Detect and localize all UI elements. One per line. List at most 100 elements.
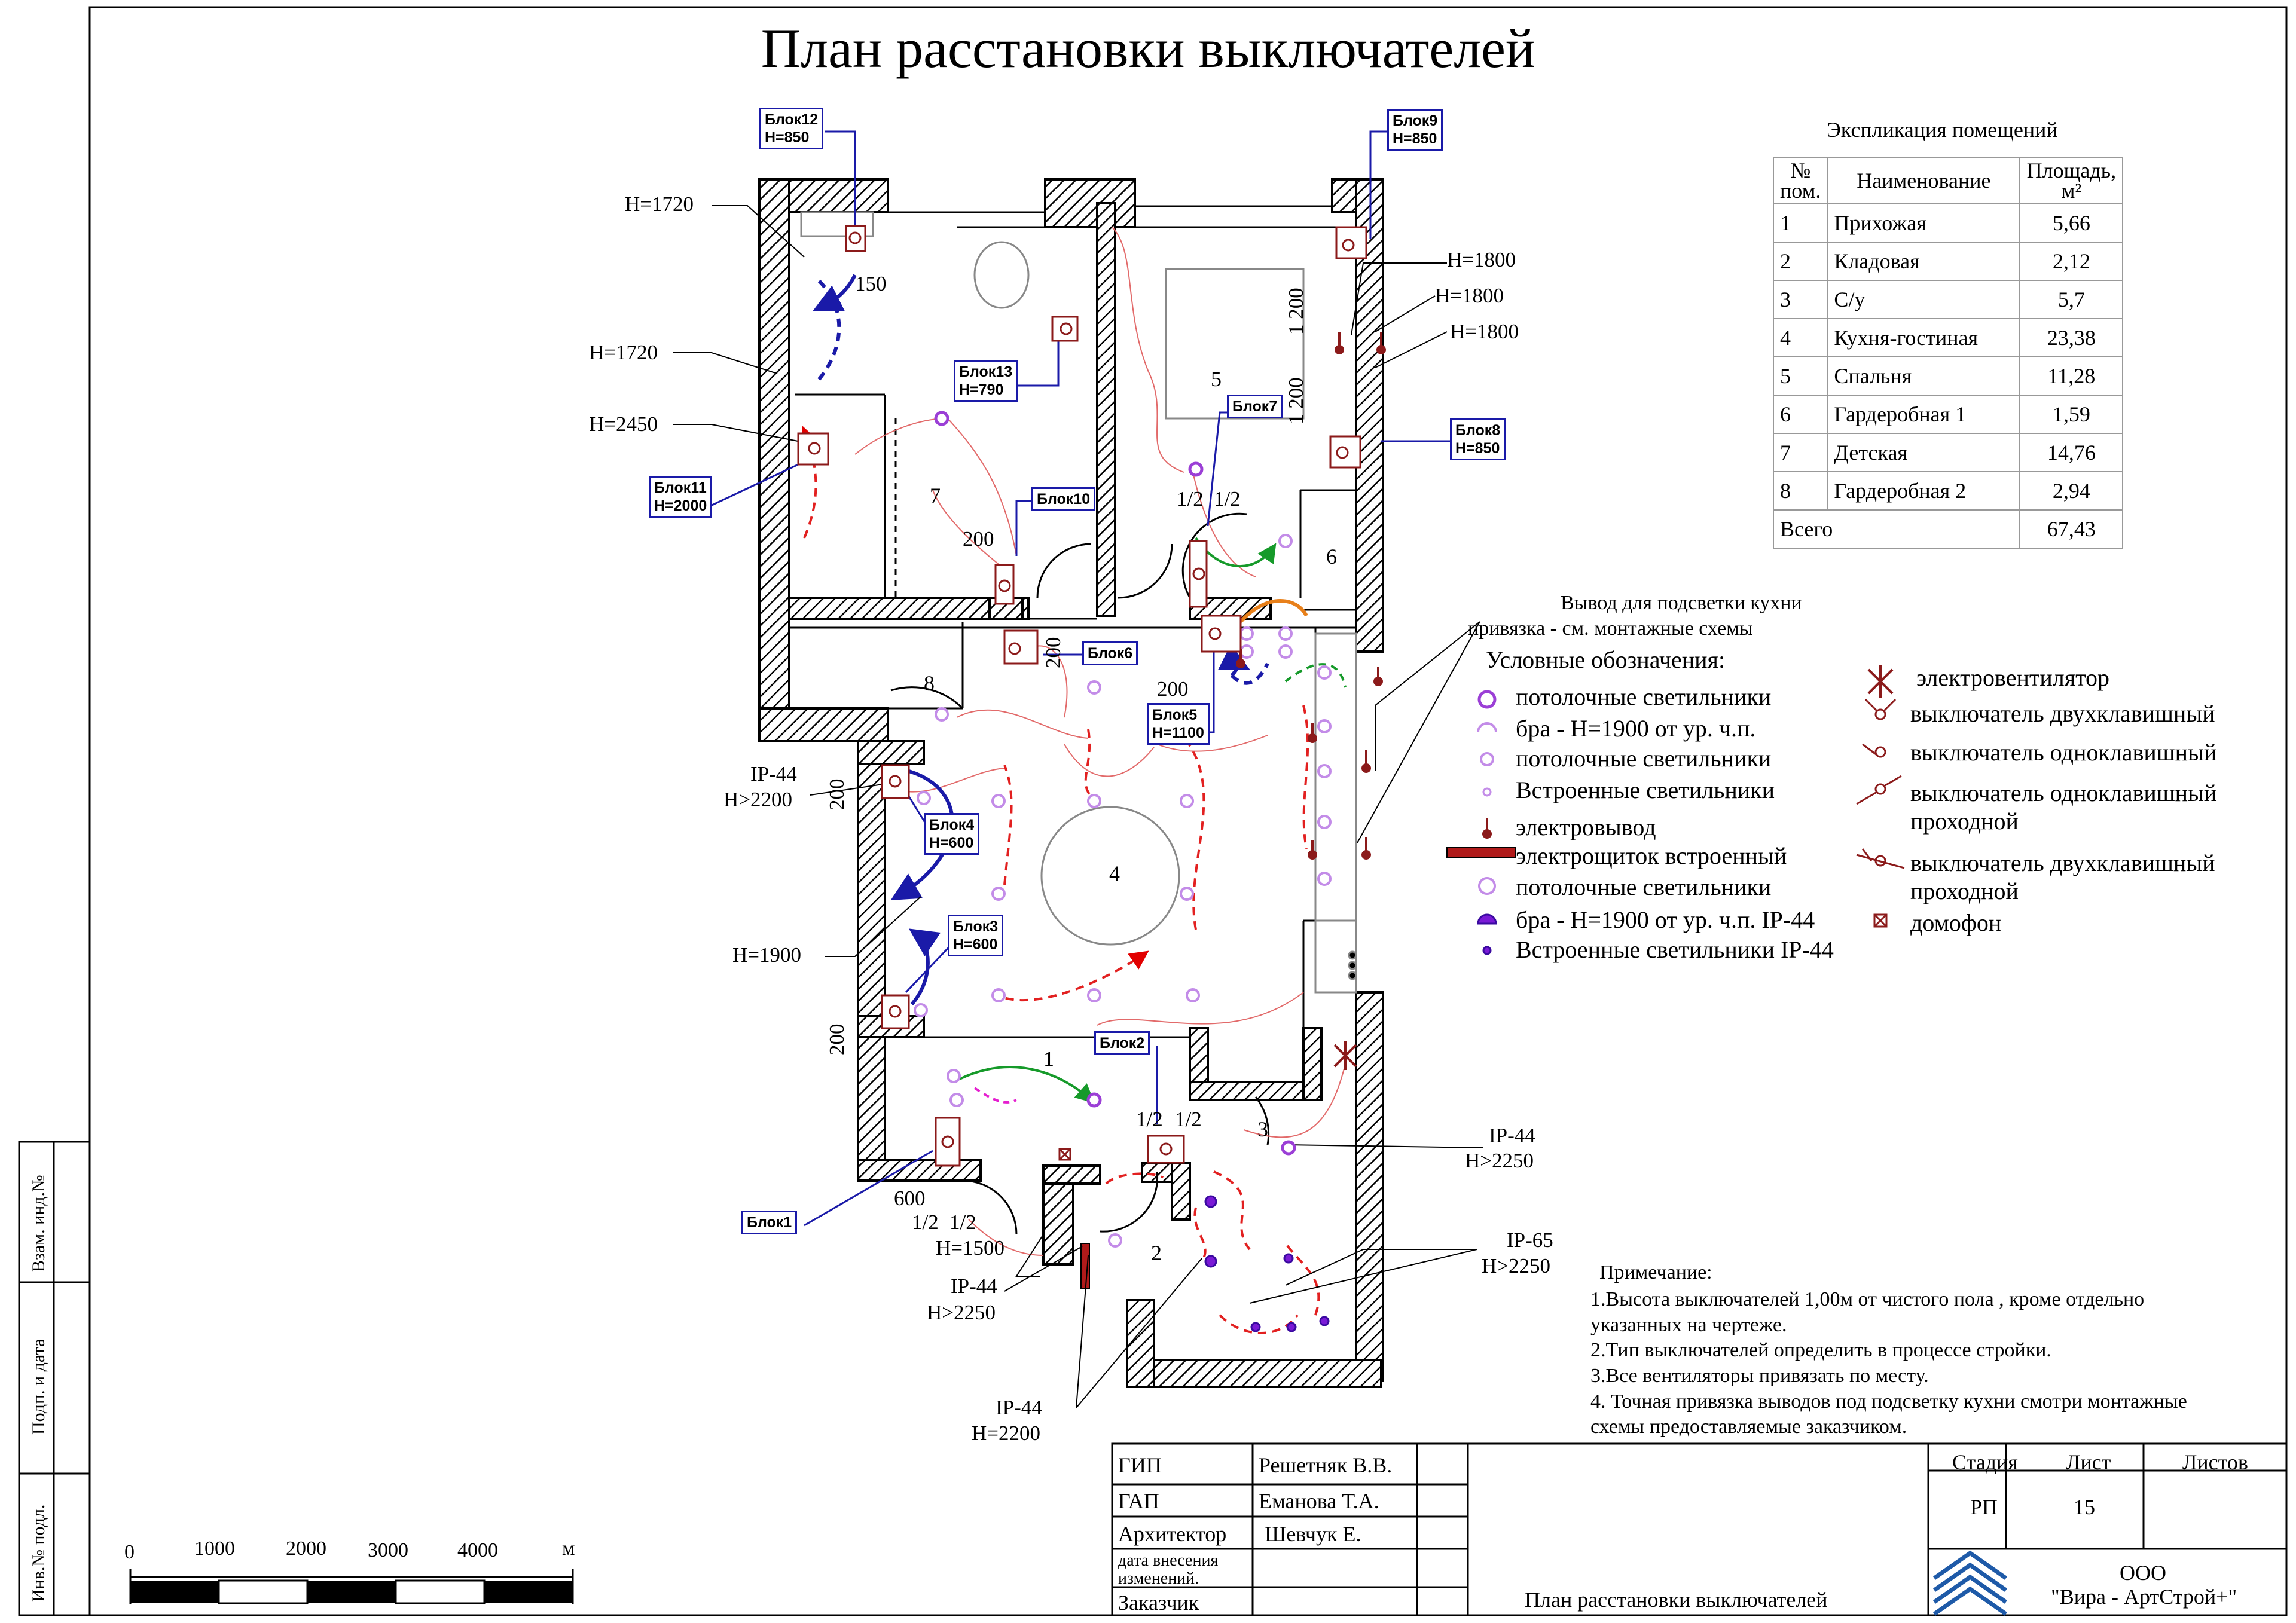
legend-ceiling-lamp-2-icon	[1480, 752, 1494, 766]
legend-double-switch-icon	[1864, 698, 1897, 720]
tb-drawing-name: План расстановки выключателей	[1525, 1588, 1828, 1612]
door-arcs	[890, 512, 1270, 1235]
half-label: 1/2	[1214, 487, 1241, 511]
scale-bar	[129, 1569, 574, 1604]
legend-item: Встроенные светильники	[1516, 777, 1775, 803]
ip-label: IP-44	[951, 1274, 997, 1298]
room-number: 6	[1326, 545, 1337, 568]
ip-label: Н>2250	[1482, 1254, 1551, 1277]
legend-pass-switch-icon	[1856, 775, 1902, 805]
explication-caption: Экспликация помещений	[1827, 118, 2058, 142]
company-logo-icon	[1932, 1550, 2008, 1616]
room-number: 8	[924, 671, 935, 695]
half-label: 1/2	[912, 1211, 939, 1234]
room-number: 7	[930, 484, 941, 508]
side-stamp-label: Инв.№ подл.	[29, 1504, 48, 1602]
tb-company-line1: ООО	[2120, 1561, 2166, 1585]
tb-role: изменений.	[1118, 1569, 1199, 1588]
built-in-lamp-icons	[914, 534, 1332, 1248]
height-label: Н=1800	[1435, 284, 1504, 307]
tb-company-line2: "Вира - АртСтрой+"	[2051, 1585, 2237, 1609]
legend-symbols	[1446, 665, 1905, 955]
tb-role: Заказчик	[1118, 1591, 1199, 1615]
scale-unit-label: м	[562, 1538, 575, 1560]
tb-stage: РП	[1970, 1495, 1998, 1519]
tb-name: Решетняк В.В.	[1259, 1453, 1393, 1477]
block-leaders	[705, 130, 1454, 1227]
room-number: 4	[1109, 861, 1120, 885]
legend-item: потолочные светильники	[1516, 745, 1772, 772]
dimension-label: 200	[825, 1023, 848, 1056]
dimension-label: 200	[1042, 637, 1065, 669]
tb-role: ГАП	[1118, 1489, 1159, 1513]
orange-route	[1239, 599, 1308, 623]
ip-label: Н>2200	[723, 788, 793, 811]
page-title: План расстановки выключателей	[761, 18, 1535, 79]
height-label: Н=1800	[1450, 320, 1519, 343]
kitchen-fixtures	[800, 211, 1357, 994]
dimension-label: 200	[1157, 677, 1189, 701]
note-line: 2.Тип выключателей определить в процессе…	[1590, 1339, 2051, 1361]
room-number: 2	[1151, 1241, 1162, 1265]
legend-built-in-lamp-icon	[1482, 787, 1492, 797]
magenta-route	[973, 1087, 1017, 1104]
height-label: Н=1720	[589, 341, 658, 364]
dimension-leaders	[673, 205, 1483, 1408]
legend-item: Встроенные светильники IP-44	[1516, 936, 1834, 963]
legend-item: проходной	[1910, 808, 2019, 835]
tb-stage-label: Стадия	[1952, 1450, 2018, 1474]
wire-dashes	[800, 426, 1320, 1334]
half-label: 1/2	[1177, 487, 1204, 511]
scale-tick-label: 1000	[194, 1538, 235, 1560]
ip-label: IP-44	[750, 762, 797, 785]
note-line: схемы предоставляемые заказчиком.	[1590, 1416, 1907, 1438]
legend-item: проходной	[1910, 878, 2019, 904]
tb-sheets-label: Листов	[2182, 1450, 2248, 1474]
legend-item: потолочные светильники	[1516, 683, 1772, 710]
notes-caption: Примечание:	[1599, 1261, 1712, 1283]
block-tag-7: Блок7	[1227, 395, 1283, 418]
height-label: Н=1720	[625, 192, 694, 216]
electric-panel-icon	[1080, 1243, 1090, 1289]
ip-label: IP-44	[996, 1396, 1042, 1419]
side-stamp-label: Взам. инд.№	[29, 1175, 48, 1272]
block-tag-10: Блок10	[1031, 487, 1096, 511]
scale-tick-label: 3000	[368, 1539, 408, 1561]
room-number: 5	[1211, 367, 1222, 391]
legend-item: выключатель двухклавишный	[1910, 700, 2215, 727]
legend-item: домофон	[1910, 909, 2002, 936]
tb-sheet: 15	[2074, 1495, 2095, 1519]
tb-name: Шевчук Е.	[1265, 1522, 1361, 1546]
tb-sheet-label: Лист	[2066, 1450, 2111, 1474]
dimension-label: 150	[855, 272, 887, 295]
dimension-label: 600	[894, 1187, 926, 1210]
legend-sconce-icon	[1477, 722, 1497, 733]
legend-ceiling-lamp-3-icon	[1478, 877, 1496, 895]
height-label: Н=2450	[589, 412, 658, 436]
ventilator-icon	[1333, 1041, 1357, 1070]
legend-ventilator-icon	[1867, 665, 1894, 698]
legend-intercom-icon	[1873, 913, 1888, 928]
legend-caption: Условные обозначения:	[1486, 646, 1726, 673]
legend-built-in-lamp-ip44-icon	[1482, 946, 1492, 955]
intercom-icon	[1058, 1148, 1071, 1161]
electrical-output-icons	[1236, 332, 1386, 860]
legend-item: электровывод	[1516, 814, 1656, 840]
tb-role: дата внесения	[1118, 1551, 1219, 1570]
half-label: 1/2	[1175, 1108, 1202, 1131]
legend-item: электровентилятор	[1916, 664, 2110, 691]
title-block-grid	[1111, 1442, 2288, 1616]
note-line: указанных на чертеже.	[1590, 1314, 1787, 1336]
legend-ceiling-lamp-icon	[1477, 690, 1497, 709]
